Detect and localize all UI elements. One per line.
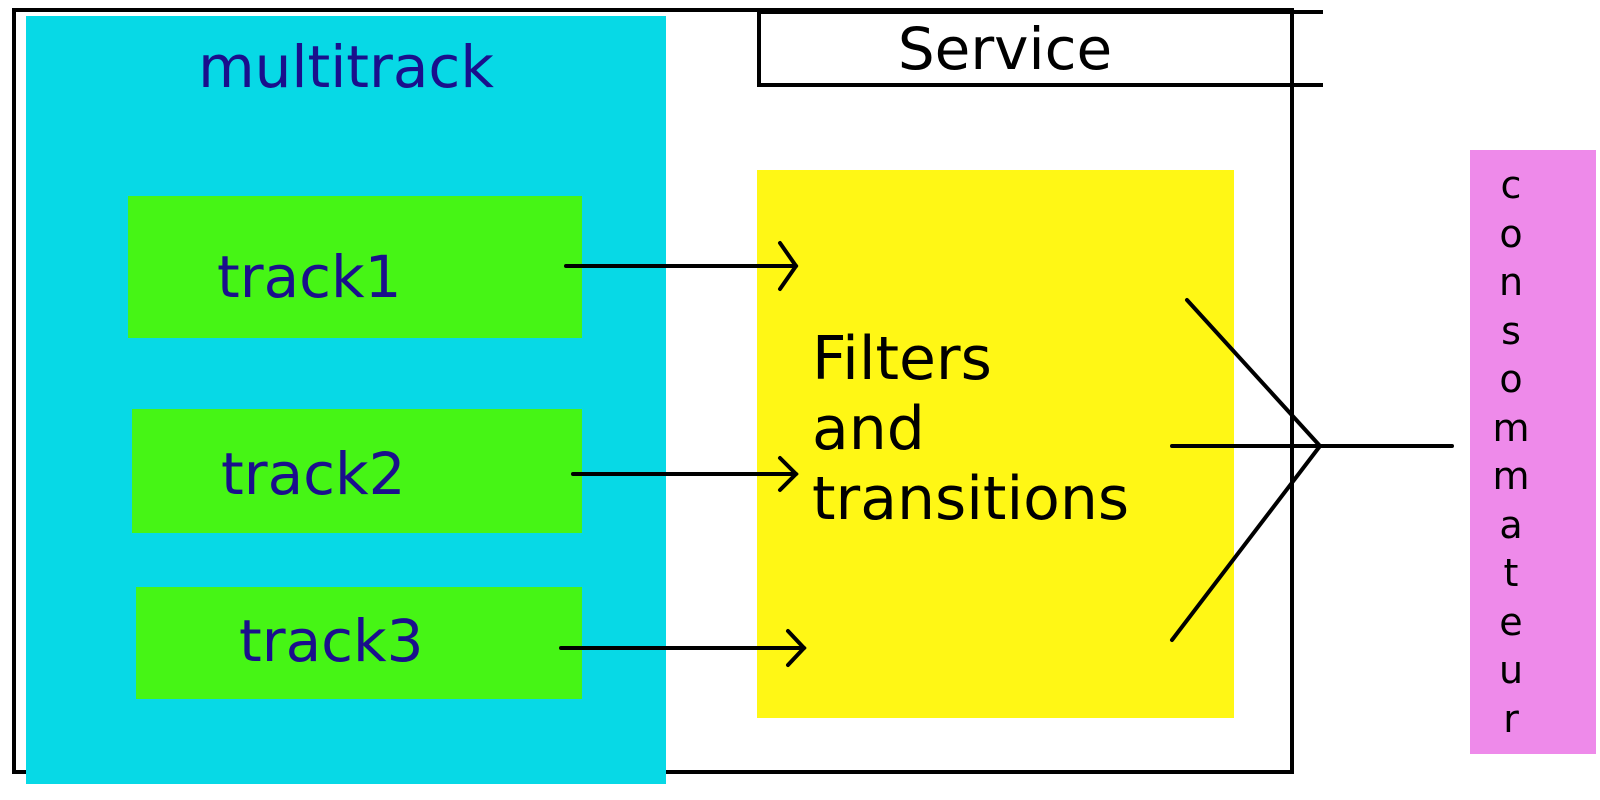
consumer-box (1470, 150, 1596, 754)
filters-line-3: transitions (812, 464, 1130, 534)
track1-arrowhead (778, 241, 799, 291)
service-header-box (757, 10, 1323, 87)
track1-box (128, 196, 582, 338)
merge-line-top (1185, 298, 1322, 448)
consumer-letter: s (1501, 308, 1521, 353)
consumer-letter: n (1498, 260, 1524, 304)
service-label: Service (897, 15, 1113, 83)
multitrack-label: multitrack (198, 33, 494, 101)
filters-transitions-box (757, 170, 1234, 718)
track1-label: track1 (217, 243, 402, 311)
track3-box (136, 587, 582, 699)
consumer-letter: r (1503, 696, 1519, 741)
track3-label: track3 (239, 607, 424, 675)
consumer-letter: m (1492, 454, 1530, 498)
consumer-letter: u (1498, 648, 1524, 692)
track3-arrowhead (786, 629, 807, 667)
filters-line-1: Filters (812, 324, 992, 394)
track2-label: track2 (221, 440, 406, 508)
filters-transitions-label: Filters and transitions (812, 324, 1129, 534)
merge-line-bottom (1170, 444, 1322, 642)
consumer-letter: a (1499, 502, 1523, 547)
consumer-letter: c (1500, 163, 1522, 207)
consumer-letter: o (1499, 211, 1523, 256)
track2-arrowhead (778, 456, 799, 492)
consumer-letter: o (1499, 357, 1523, 401)
filters-line-2: and (812, 394, 925, 464)
consumer-letter: t (1503, 551, 1519, 595)
consumer-letter: m (1492, 405, 1530, 450)
consumer-letter: e (1499, 599, 1523, 644)
track2-box (132, 409, 582, 533)
